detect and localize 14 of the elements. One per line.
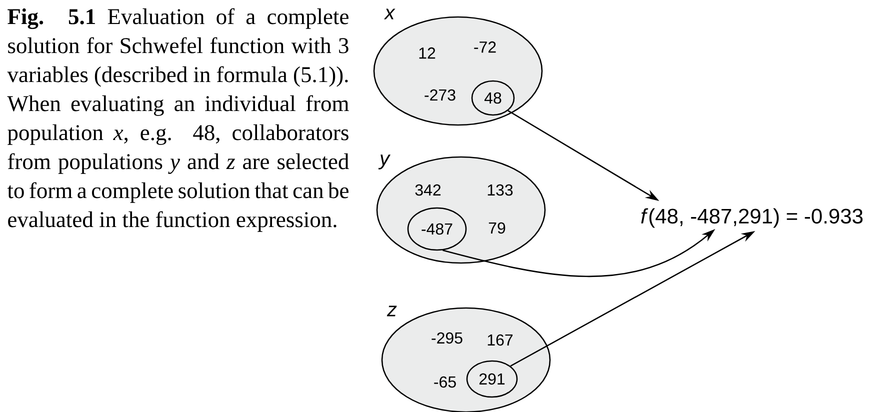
number-label: -273 [424,89,456,101]
number-label: 12 [419,47,436,59]
number-label: -295 [432,332,462,344]
population-label: x [384,8,396,20]
number-label: 167 [488,334,513,346]
number-label: -65 [434,376,456,388]
number-label: 342 [415,184,441,196]
number-label: -72 [474,41,496,53]
figure-caption: Fig. 5.1 Evaluation of a complete solution for Schwefel function with 3 variables (described in formula (5.1)). When evaluating an individual from population x, e.g. 48, collaborators from populations y and z are selected to form a complete solution that can be evaluated in the function expression. [7,8,349,232]
population-label: z [386,306,397,316]
population-label: y [378,154,391,170]
number-label: 79 [488,222,506,234]
number-label: 133 [488,184,513,196]
function-formula: f(48, -487,291) = -0.933 [641,208,863,228]
